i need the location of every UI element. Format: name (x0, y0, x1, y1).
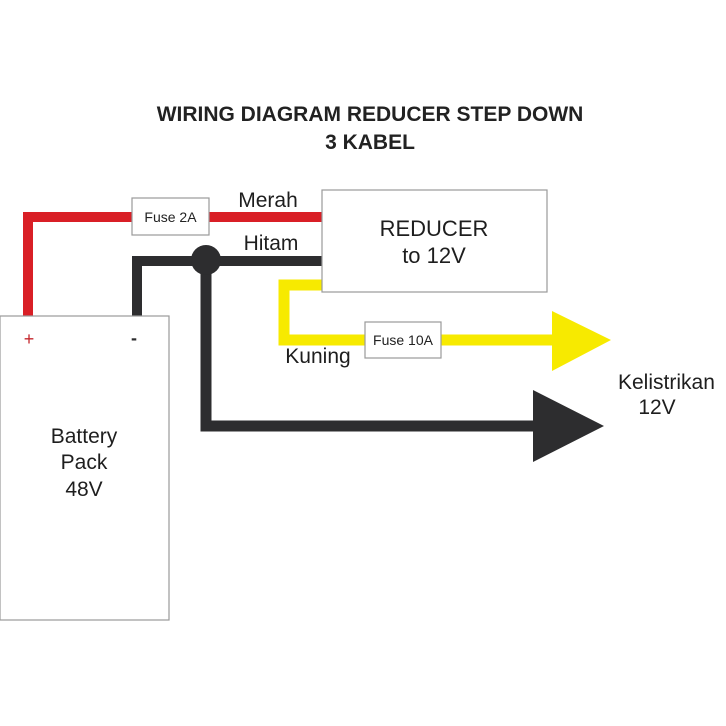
reducer: REDUCER to 12V (321, 189, 548, 293)
battery-negative-terminal: - (131, 328, 137, 348)
battery-pack: + - Battery Pack 48V (0, 315, 170, 621)
reducer-label-line1: REDUCER (380, 216, 489, 241)
black-arrow-head (533, 390, 604, 462)
fuse-10a: Fuse 10A (364, 321, 442, 359)
diagram-title-line1: WIRING DIAGRAM REDUCER STEP DOWN (157, 103, 584, 126)
fuse-2a-box (131, 197, 210, 236)
reducer-label-line2: to 12V (402, 243, 466, 268)
black-wire (132, 256, 322, 316)
red-wire-label: Merah (238, 189, 298, 212)
yellow-wire-label: Kuning (285, 345, 350, 368)
black-wire-output-path (200, 260, 536, 432)
battery-label-line2: Pack (61, 451, 108, 474)
fuse-2a-label: Fuse 2A (144, 209, 197, 225)
diagram-title-line2: 3 KABEL (325, 131, 415, 154)
black-wire-output (200, 260, 604, 462)
fuse-10a-box (364, 321, 442, 359)
battery-positive-terminal: + (24, 329, 35, 349)
output-label-line2: 12V (638, 396, 675, 419)
red-wire (23, 212, 322, 316)
battery-box (0, 315, 170, 621)
junction-dot (191, 245, 221, 275)
battery-label-line1: Battery (51, 425, 118, 448)
battery-label-line3: 48V (65, 478, 102, 501)
fuse-10a-label: Fuse 10A (373, 332, 434, 348)
output-label-line1: Kelistrikan (618, 371, 715, 394)
black-wire-label: Hitam (244, 232, 299, 255)
yellow-arrow-head (552, 311, 611, 371)
reducer-box (321, 189, 548, 293)
fuse-2a: Fuse 2A (131, 197, 210, 236)
